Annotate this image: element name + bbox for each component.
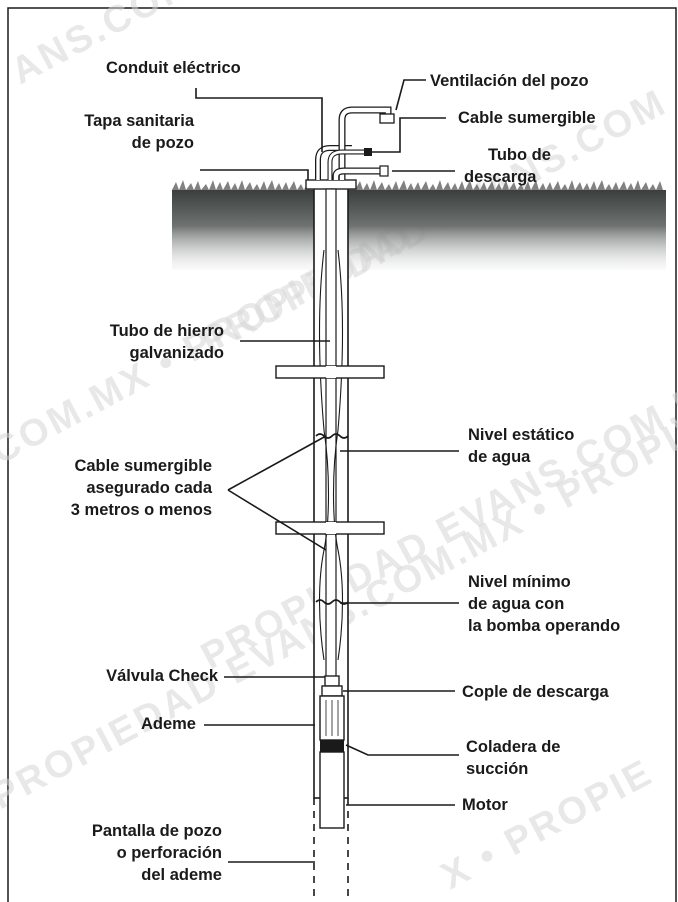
label-ventilacion: Ventilación del pozo <box>430 72 589 90</box>
label-ademe: Ademe <box>141 715 196 733</box>
label-nivel-minimo-2: de agua con <box>468 595 564 613</box>
static-water-level <box>315 433 349 439</box>
label-cable-asegurado-3: 3 metros o menos <box>71 501 212 519</box>
label-cable-asegurado-2: asegurado cada <box>86 479 212 497</box>
label-hierro-2: galvanizado <box>130 344 224 362</box>
label-cable-sumergible: Cable sumergible <box>458 109 596 127</box>
label-pantalla-2: o perforación <box>117 844 222 862</box>
watermark-text-1: ANS.COM <box>5 0 202 93</box>
suction-screen <box>320 740 344 752</box>
label-coladera-2: succión <box>466 760 528 778</box>
label-pantalla-1: Pantalla de pozo <box>92 822 222 840</box>
label-tubo-descarga-2: descarga <box>464 168 537 186</box>
label-nivel-estatico-1: Nivel estático <box>468 426 574 444</box>
centralizers <box>275 365 385 535</box>
label-pantalla-3: del ademe <box>141 866 222 884</box>
label-tapa-1: Tapa sanitaria <box>84 112 195 130</box>
label-motor: Motor <box>462 796 508 814</box>
labels: Conduit eléctrico Ventilación del pozo C… <box>71 59 620 884</box>
label-cople: Cople de descarga <box>462 683 610 701</box>
label-valvula: Válvula Check <box>106 667 219 685</box>
check-valve <box>324 675 340 687</box>
label-nivel-minimo-3: la bomba operando <box>468 617 620 635</box>
label-conduit: Conduit eléctrico <box>106 59 241 77</box>
motor <box>319 751 345 829</box>
sanitary-cap <box>305 179 357 190</box>
label-coladera-1: Coladera de <box>466 738 560 756</box>
discharge-coupling <box>321 685 343 697</box>
submersible-cable <box>318 249 330 661</box>
ground <box>172 180 666 270</box>
label-tapa-2: de pozo <box>132 134 194 152</box>
label-nivel-minimo-1: Nivel mínimo <box>468 573 571 591</box>
label-cable-asegurado-1: Cable sumergible <box>74 457 212 475</box>
label-nivel-estatico-2: de agua <box>468 448 531 466</box>
frame-border <box>7 7 677 902</box>
label-hierro-1: Tubo de hierro <box>110 322 224 340</box>
surface-piping <box>315 106 395 180</box>
label-tubo-descarga-1: Tubo de <box>488 146 551 164</box>
leader-lines <box>195 79 459 863</box>
submersible-cable-2 <box>332 249 344 661</box>
